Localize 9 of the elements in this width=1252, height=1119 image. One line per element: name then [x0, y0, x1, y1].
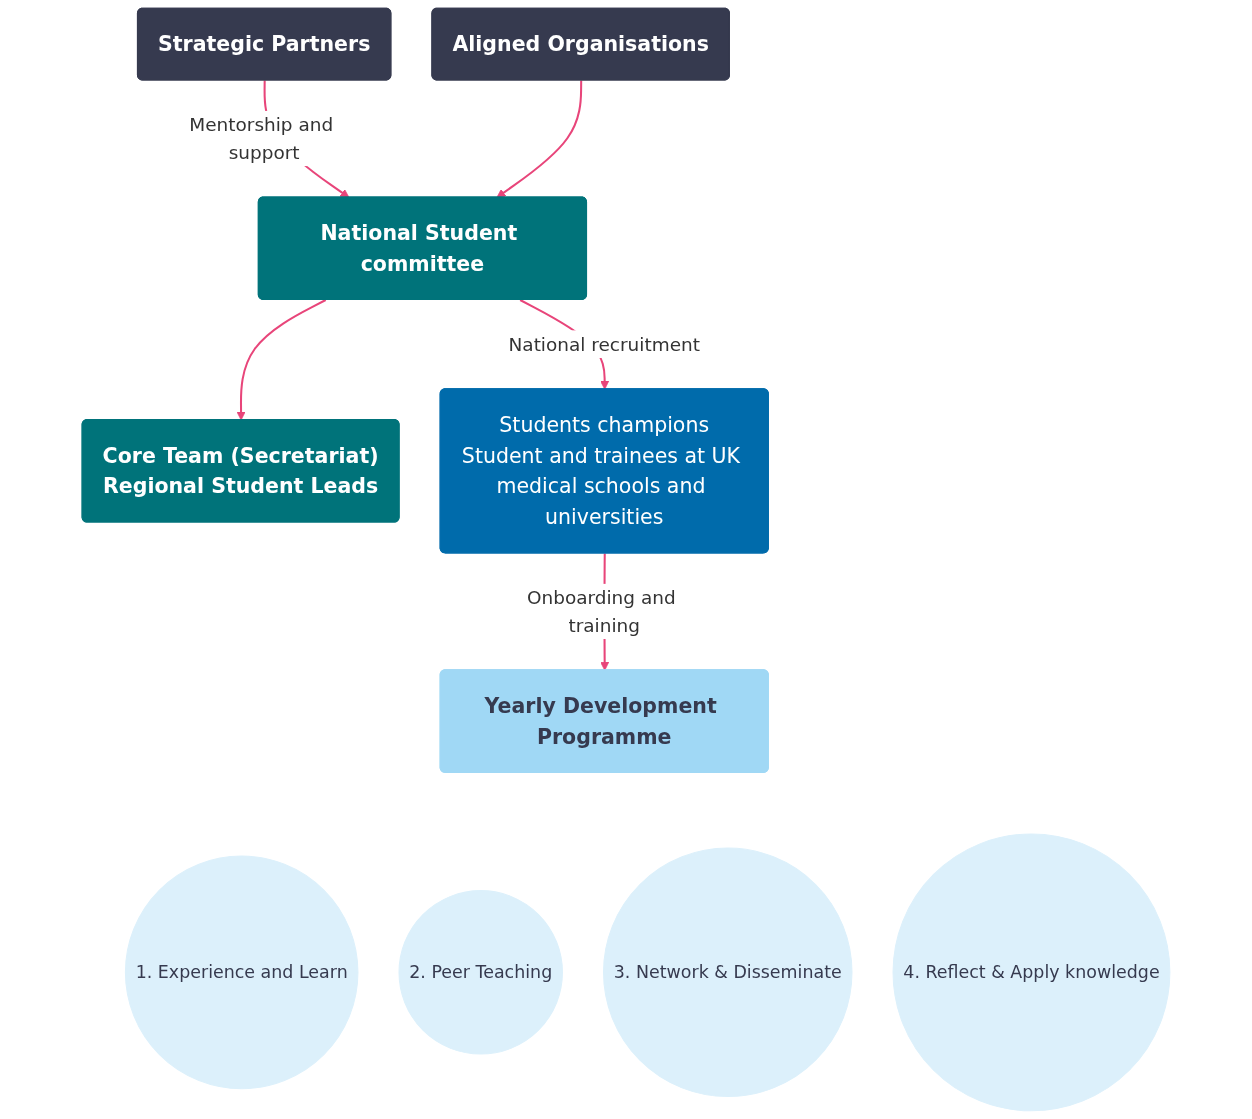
node-circle: 1. Experience and Learn: [124, 855, 359, 1090]
node-circle: 3. Network & Disseminate: [603, 847, 853, 1098]
edge-label: Mentorship and support: [189, 113, 334, 164]
arrow: [496, 80, 583, 198]
node-circle: 2. Peer Teaching: [398, 890, 563, 1055]
edge-label: National recruitment: [508, 333, 700, 355]
edge-label: Onboarding and training: [526, 586, 676, 636]
arrow: [236, 299, 327, 421]
node-circle: 4. Reflect & Apply knowledge: [892, 833, 1171, 1112]
